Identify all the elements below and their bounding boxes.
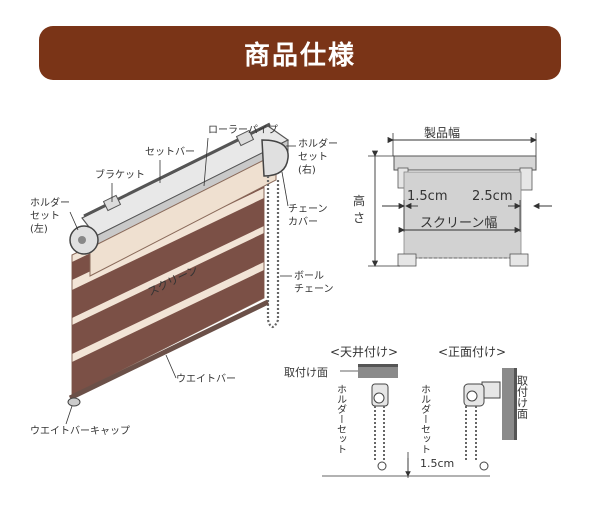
label-roller-pipe: ローラーパイプ [208,124,278,136]
page-title: 商品仕様 [243,40,356,71]
label-holder-set-left: ホルダーセット [335,384,347,454]
roller-blind-illustration [67,122,290,407]
ceiling-chain [374,406,385,460]
ceiling-surface [358,364,398,378]
roller-drum [89,153,277,277]
front-bracket [481,381,501,399]
label-holder-left-3: (左) [30,222,48,235]
label-weight-bar-cap: ウエイトバーキャップ [30,425,130,437]
screen-panel [403,171,522,259]
label-holder-left-2: セット [30,210,60,222]
label-height-1: 高 [353,193,365,208]
label-weight-bar: ウエイトバー [176,373,236,385]
right-holder [519,167,533,191]
mounting-diagram: <天井付け> <正面付け> 取付け面 ホルダーセット 1.5cm 取付け面 ホル… [284,345,529,478]
label-holder-set-right: ホルダーセット [419,384,431,454]
label-mount-surface-left: 取付け面 [284,366,328,379]
weight-bar [68,299,270,401]
stripe-2 [72,198,264,318]
bracket-left [102,194,122,212]
stripe-3 [72,233,264,354]
wall-surface [502,368,516,440]
label-chain-cover-1: チェーン [288,203,328,215]
front-chain [465,406,477,460]
stripe-4 [72,270,264,395]
label-right-gap: 2.5cm [472,189,513,204]
bottom-left-cap [397,253,417,267]
bracket-right [235,129,255,147]
label-bracket: ブラケット [95,168,145,181]
label-left-gap: 1.5cm [407,189,448,204]
ball-chain [266,176,280,329]
label-holder-left-1: ホルダー [30,196,70,209]
label-mount-surface-right: 取付け面 [516,375,529,419]
left-labels: ローラーパイプ セットバー ブラケット ホルダー セット (左) ホルダー セッ… [30,124,338,437]
dimension-diagram: 製品幅 高 さ 1.5cm 2.5cm スクリーン幅 [353,125,552,267]
holder-set-right [261,139,289,177]
label-set-bar: セットバー [145,146,195,158]
label-front-mount: <正面付け> [438,345,506,359]
label-gap: 1.5cm [420,457,454,470]
label-product-width: 製品幅 [424,125,460,140]
label-screen-width: スクリーン幅 [420,216,497,231]
label-holder-right-2: セット [298,151,328,163]
label-holder-right-3: (右) [298,163,316,176]
label-height-2: さ [353,211,365,225]
top-housing [393,155,537,171]
label-ball-chain-1: ボール [294,270,324,282]
label-ball-chain-2: チェーン [294,283,334,295]
label-ceiling-mount: <天井付け> [330,345,398,359]
holder-left-hub [78,236,86,244]
bottom-right-cap [509,253,529,267]
title-banner: 商品仕様 [39,26,561,80]
label-chain-cover-2: カバー [288,216,318,228]
label-holder-right-1: ホルダー [298,137,338,150]
weight-bar-cap [67,397,81,407]
